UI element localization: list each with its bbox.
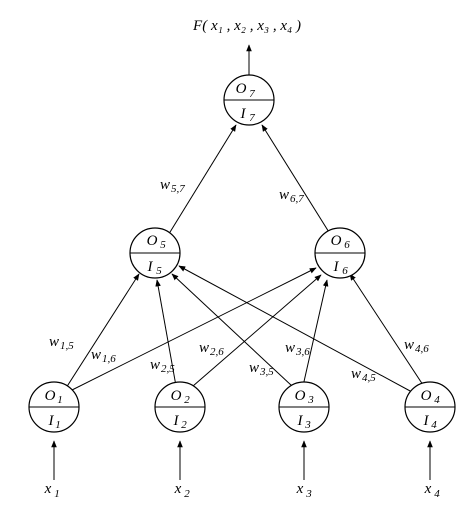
node-7-output-label: O bbox=[236, 81, 247, 97]
node-5-input-sub: 5 bbox=[156, 265, 162, 277]
node-1-output-sub: 1 bbox=[57, 394, 63, 406]
edge-6-7 bbox=[261, 124, 333, 238]
node-6: O 6 I 6 bbox=[314, 227, 366, 279]
weight-w15-main: w bbox=[49, 334, 59, 350]
node-2-input-sub: 2 bbox=[181, 419, 187, 431]
edge-3-6 bbox=[302, 279, 329, 387]
node-5-output-sub: 5 bbox=[160, 239, 166, 251]
weight-w35: w 3,5 bbox=[249, 360, 274, 378]
node-1-output-label: O bbox=[45, 388, 56, 404]
weight-w57-sub: 5,7 bbox=[171, 183, 185, 195]
node-7-input-label: I bbox=[240, 106, 247, 122]
node-3-output-sub: 3 bbox=[307, 394, 314, 406]
node-2-input-label: I bbox=[173, 413, 180, 429]
input-x4-main: x bbox=[424, 481, 432, 497]
input-x4-sub: 4 bbox=[434, 488, 440, 500]
input-x2-main: x bbox=[174, 481, 182, 497]
input-x4-label: x 4 bbox=[424, 481, 441, 500]
weight-w36-sub: 3,6 bbox=[295, 346, 310, 358]
node-1-input-sub: 1 bbox=[55, 419, 61, 431]
weight-w36-main: w bbox=[285, 340, 295, 356]
node-2-output-label: O bbox=[171, 388, 182, 404]
edge-4-5 bbox=[178, 265, 413, 393]
node-7-input-sub: 7 bbox=[249, 112, 255, 124]
edges bbox=[51, 44, 433, 480]
node-4-input-label: I bbox=[423, 413, 430, 429]
weight-w16-main: w bbox=[91, 347, 101, 363]
input-x2-label: x 2 bbox=[174, 481, 191, 500]
weight-w25-main: w bbox=[150, 357, 160, 373]
input-x1-label: x 1 bbox=[44, 481, 60, 500]
weight-w26: w 2,6 bbox=[199, 340, 224, 358]
node-3-output-label: O bbox=[295, 388, 306, 404]
edge-3-5 bbox=[171, 273, 293, 387]
weight-w35-sub: 3,5 bbox=[259, 366, 274, 378]
input-x1-sub: 1 bbox=[54, 488, 60, 500]
node-5: O 5 I 5 bbox=[129, 227, 181, 279]
weight-w46: w 4,6 bbox=[404, 337, 429, 355]
input-x1-main: x bbox=[44, 481, 52, 497]
node-4: O 4 I 4 bbox=[404, 381, 456, 433]
weight-w15: w 1,5 bbox=[49, 334, 74, 352]
weight-w15-sub: 1,5 bbox=[60, 340, 74, 352]
weight-w67-sub: 6,7 bbox=[290, 193, 304, 205]
weight-w57: w 5,7 bbox=[160, 177, 185, 195]
weight-w67: w 6,7 bbox=[279, 187, 304, 205]
weight-w16-sub: 1,6 bbox=[102, 353, 116, 365]
weight-w67-main: w bbox=[279, 187, 289, 203]
weight-w26-sub: 2,6 bbox=[210, 346, 224, 358]
node-3: O 3 I 3 bbox=[278, 381, 330, 433]
input-x3-label: x 3 bbox=[296, 481, 313, 500]
weight-w35-main: w bbox=[249, 360, 259, 376]
node-1: O 1 I 1 bbox=[28, 381, 80, 433]
edge-2-6 bbox=[192, 274, 322, 387]
weight-w25: w 2,5 bbox=[150, 357, 175, 375]
weight-w57-main: w bbox=[160, 177, 170, 193]
node-2: O 2 I 2 bbox=[154, 381, 206, 433]
weight-w25-sub: 2,5 bbox=[161, 363, 175, 375]
weight-w45-sub: 4,5 bbox=[362, 372, 376, 384]
input-x2-sub: 2 bbox=[184, 488, 190, 500]
weight-w46-main: w bbox=[404, 337, 414, 353]
edge-1-6 bbox=[71, 267, 317, 391]
node-4-output-label: O bbox=[421, 388, 432, 404]
weight-w26-main: w bbox=[199, 340, 209, 356]
node-5-input-label: I bbox=[147, 259, 154, 275]
weight-w16: w 1,6 bbox=[91, 347, 116, 365]
node-7-output-sub: 7 bbox=[249, 88, 255, 100]
node-2-output-sub: 2 bbox=[184, 394, 190, 406]
edge-4-6 bbox=[349, 273, 426, 389]
node-4-output-sub: 4 bbox=[434, 394, 440, 406]
edge-5-7 bbox=[166, 124, 237, 238]
node-1-input-label: I bbox=[48, 413, 55, 429]
edge-2-5 bbox=[155, 279, 177, 387]
node-7: O 7 I 7 bbox=[223, 74, 275, 126]
weight-w45: w 4,5 bbox=[351, 366, 376, 384]
node-4-input-sub: 4 bbox=[431, 419, 437, 431]
input-x3-main: x bbox=[296, 481, 304, 497]
output-function-label: F( x₁ , x₂ , x₃ , x₄ ) bbox=[192, 18, 301, 34]
node-5-output-label: O bbox=[147, 233, 158, 249]
weight-w45-main: w bbox=[351, 366, 361, 382]
node-3-input-label: I bbox=[297, 413, 304, 429]
weight-w46-sub: 4,6 bbox=[415, 343, 429, 355]
node-3-input-sub: 3 bbox=[304, 419, 311, 431]
node-6-input-sub: 6 bbox=[342, 265, 348, 277]
input-x3-sub: 3 bbox=[305, 488, 312, 500]
weight-w36: w 3,6 bbox=[285, 340, 310, 358]
node-6-input-label: I bbox=[333, 259, 340, 275]
node-6-output-label: O bbox=[331, 233, 342, 249]
edge-1-5 bbox=[65, 273, 140, 389]
node-6-output-sub: 6 bbox=[344, 239, 350, 251]
